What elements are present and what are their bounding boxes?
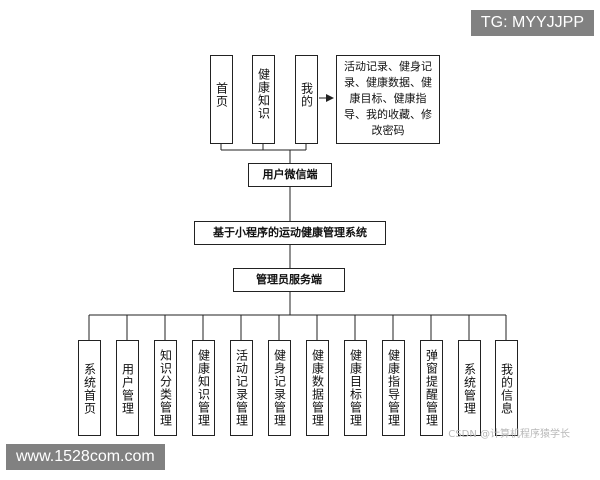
admin-item-label: 弹窗提醒管理 [424, 349, 439, 427]
admin-item-my-info: 我的信息 [495, 340, 518, 436]
admin-item-system-management: 系统管理 [458, 340, 481, 436]
admin-item-popup-reminder: 弹窗提醒管理 [420, 340, 443, 436]
user-item-label: 健康知识 [256, 68, 271, 120]
admin-item-label: 健康数据管理 [310, 349, 325, 427]
user-item-label: 首页 [214, 82, 229, 108]
csdn-watermark: CSDN @计算机程序猿学长 [448, 429, 570, 440]
admin-item-label: 知识分类管理 [158, 349, 173, 427]
admin-item-label: 用户管理 [120, 363, 135, 415]
user-item-health-knowledge: 健康知识 [252, 55, 275, 144]
my-subitems-note: 活动记录、健身记录、健康数据、健康目标、健康指导、我的收藏、修改密码 [344, 60, 432, 137]
admin-item-label: 我的信息 [499, 363, 514, 415]
admin-item-label: 系统首页 [82, 363, 97, 415]
admin-client-label: 管理员服务端 [256, 273, 322, 286]
admin-item-label: 活动记录管理 [234, 349, 249, 427]
system-label: 基于小程序的运动健康管理系统 [213, 226, 367, 239]
tg-watermark: TG: MYYJJPP [470, 10, 594, 36]
admin-item-user-management: 用户管理 [116, 340, 139, 436]
admin-item-health-goals: 健康目标管理 [344, 340, 367, 436]
admin-item-label: 健康知识管理 [196, 349, 211, 427]
arrowhead-icon [326, 94, 334, 102]
user-item-mine: 我的 [295, 55, 318, 144]
admin-client-node: 管理员服务端 [233, 268, 345, 292]
admin-item-health-guidance: 健康指导管理 [382, 340, 405, 436]
admin-item-knowledge-category: 知识分类管理 [154, 340, 177, 436]
admin-item-health-knowledge: 健康知识管理 [192, 340, 215, 436]
admin-item-health-data: 健康数据管理 [306, 340, 329, 436]
my-subitems-box: 活动记录、健身记录、健康数据、健康目标、健康指导、我的收藏、修改密码 [336, 55, 440, 144]
user-client-label: 用户微信端 [262, 168, 318, 181]
site-watermark: www.1528com.com [6, 444, 165, 470]
admin-item-label: 健康目标管理 [348, 349, 363, 427]
admin-item-label: 系统管理 [462, 363, 477, 415]
user-item-home: 首页 [210, 55, 233, 144]
admin-item-label: 健身记录管理 [272, 349, 287, 427]
admin-item-fitness-records: 健身记录管理 [268, 340, 291, 436]
user-item-label: 我的 [299, 82, 314, 108]
admin-item-activity-records: 活动记录管理 [230, 340, 253, 436]
system-node: 基于小程序的运动健康管理系统 [194, 221, 386, 245]
admin-item-label: 健康指导管理 [386, 349, 401, 427]
user-client-node: 用户微信端 [248, 163, 332, 187]
admin-item-system-home: 系统首页 [78, 340, 101, 436]
